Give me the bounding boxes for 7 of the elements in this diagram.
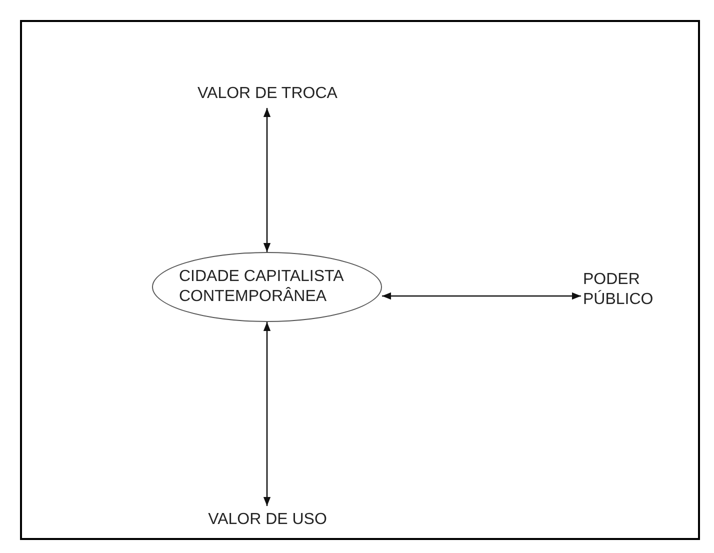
double-arrow: [382, 292, 581, 300]
double-arrow: [263, 322, 271, 506]
double-arrow: [263, 108, 271, 252]
node-label: PODER PÚBLICO: [583, 270, 654, 310]
node-label: VALOR DE USO: [208, 510, 327, 530]
node-label: CIDADE CAPITALISTA CONTEMPORÂNEA: [179, 267, 344, 307]
node-label: VALOR DE TROCA: [198, 84, 338, 104]
